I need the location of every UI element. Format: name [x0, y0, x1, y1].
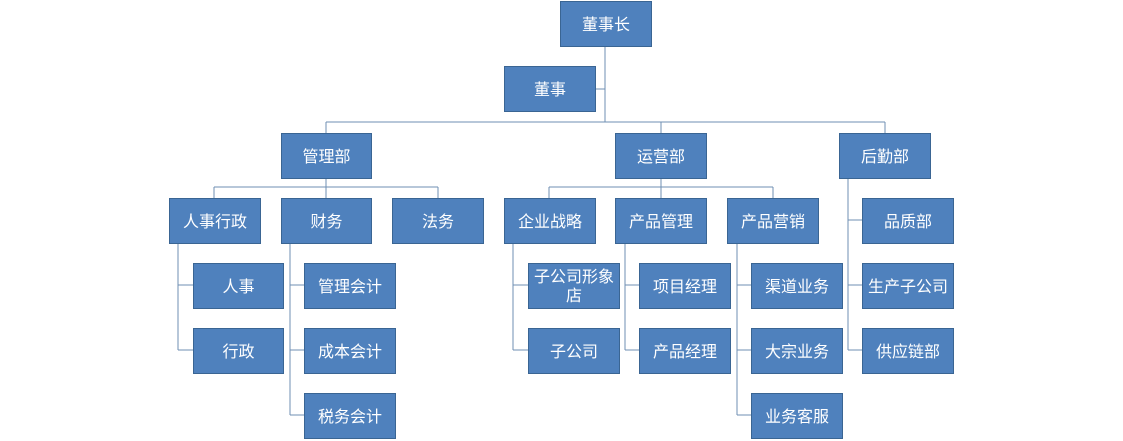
node-mgmt-accounting[interactable]: 管理会计: [304, 263, 396, 309]
node-chairman[interactable]: 董事长: [560, 1, 652, 47]
node-product-mgmt[interactable]: 产品管理: [615, 198, 707, 244]
node-cost-accounting[interactable]: 成本会计: [304, 328, 396, 374]
node-finance[interactable]: 财务: [281, 198, 372, 244]
node-hr-admin[interactable]: 人事行政: [169, 198, 261, 244]
node-supply-chain[interactable]: 供应链部: [862, 328, 954, 374]
node-legal[interactable]: 法务: [392, 198, 484, 244]
node-admin[interactable]: 行政: [193, 328, 284, 374]
node-product-manager[interactable]: 产品经理: [639, 328, 731, 374]
node-director[interactable]: 董事: [504, 66, 596, 112]
node-bulk-business[interactable]: 大宗业务: [751, 328, 843, 374]
node-strategy[interactable]: 企业战略: [504, 198, 596, 244]
node-quality[interactable]: 品质部: [862, 198, 954, 244]
node-logistics[interactable]: 后勤部: [839, 133, 931, 179]
node-operations[interactable]: 运营部: [615, 133, 707, 179]
node-customer-service[interactable]: 业务客服: [751, 393, 843, 439]
node-channel-business[interactable]: 渠道业务: [751, 263, 843, 309]
node-subsidiary-store[interactable]: 子公司形象店: [528, 263, 620, 309]
node-product-marketing[interactable]: 产品营销: [727, 198, 819, 244]
node-management[interactable]: 管理部: [281, 133, 372, 179]
node-hr[interactable]: 人事: [193, 263, 284, 309]
node-project-manager[interactable]: 项目经理: [639, 263, 731, 309]
node-subsidiary[interactable]: 子公司: [528, 328, 620, 374]
node-tax-accounting[interactable]: 税务会计: [304, 393, 396, 439]
node-production-subsidiary[interactable]: 生产子公司: [862, 263, 954, 309]
